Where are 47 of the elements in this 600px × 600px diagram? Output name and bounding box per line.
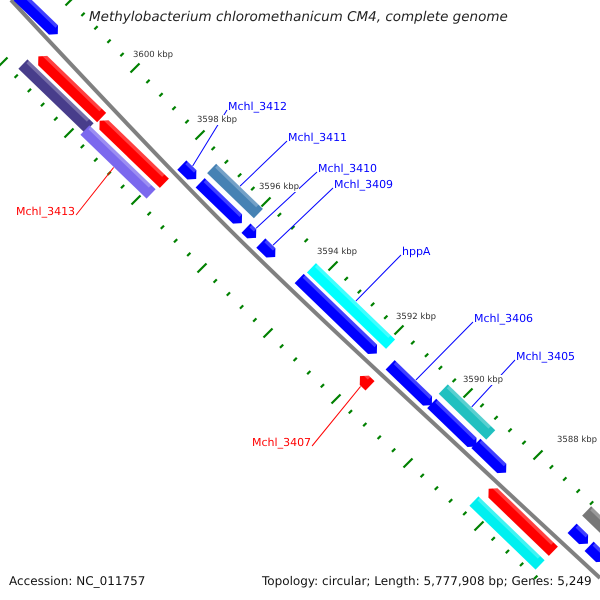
gene-feature [294, 274, 378, 354]
scale-label: 3596 kbp [259, 182, 300, 192]
gene-label: Mchl_3410 [318, 162, 378, 175]
gene-feature [427, 398, 476, 448]
gene-feature [469, 496, 545, 570]
gene-feature [99, 117, 169, 188]
gene-feature [80, 125, 156, 199]
gene-feature [256, 238, 276, 258]
scale-label: 3588 kbp [557, 435, 598, 445]
gene-label: Mchl_3409 [334, 178, 394, 191]
scale-label: 3592 kbp [396, 312, 436, 322]
gene-feature [241, 223, 256, 238]
scale-label: 3598 kbp [197, 115, 238, 125]
leader-line [76, 167, 114, 216]
gene-feature [584, 542, 600, 562]
gene-feature [582, 506, 600, 534]
gene-label: Mchl_3407 [252, 436, 312, 449]
gene-feature [386, 360, 432, 406]
leader-line [256, 172, 318, 229]
leader-line [355, 254, 402, 302]
footer-text: Accession: NC_011757 [9, 574, 146, 588]
gene-feature [488, 485, 558, 556]
gene-label: Mchl_3412 [228, 100, 288, 113]
leader-line [272, 188, 334, 246]
leader-line [240, 140, 288, 187]
gene-feature [438, 384, 496, 440]
gene-label: Mchl_3405 [516, 350, 576, 363]
gene-feature [14, 0, 58, 35]
gene-feature [38, 53, 106, 122]
footer-text: Topology: circular; Length: 5,777,908 bp; Genes: 5,249 [262, 574, 592, 588]
gene-label: hppA [402, 245, 430, 258]
leader-line [312, 386, 362, 446]
gene-feature [471, 438, 506, 474]
gene-label: Mchl_3411 [288, 131, 348, 144]
gene-feature [306, 263, 396, 349]
scale-label: 3594 kbp [317, 247, 358, 257]
scale-label: 3600 kbp [133, 50, 174, 60]
leader-line [415, 322, 474, 380]
gene-label: Mchl_3406 [474, 312, 534, 325]
scale-label: 3590 kbp [463, 375, 504, 385]
gene-feature [360, 372, 375, 391]
gene-feature [196, 178, 242, 224]
gene-label: Mchl_3413 [16, 205, 76, 218]
gene-feature [177, 160, 196, 180]
title: Methylobacterium chloromethanicum CM4, complete genome [89, 9, 508, 25]
gene-feature [18, 59, 94, 133]
gene-feature [568, 524, 588, 544]
